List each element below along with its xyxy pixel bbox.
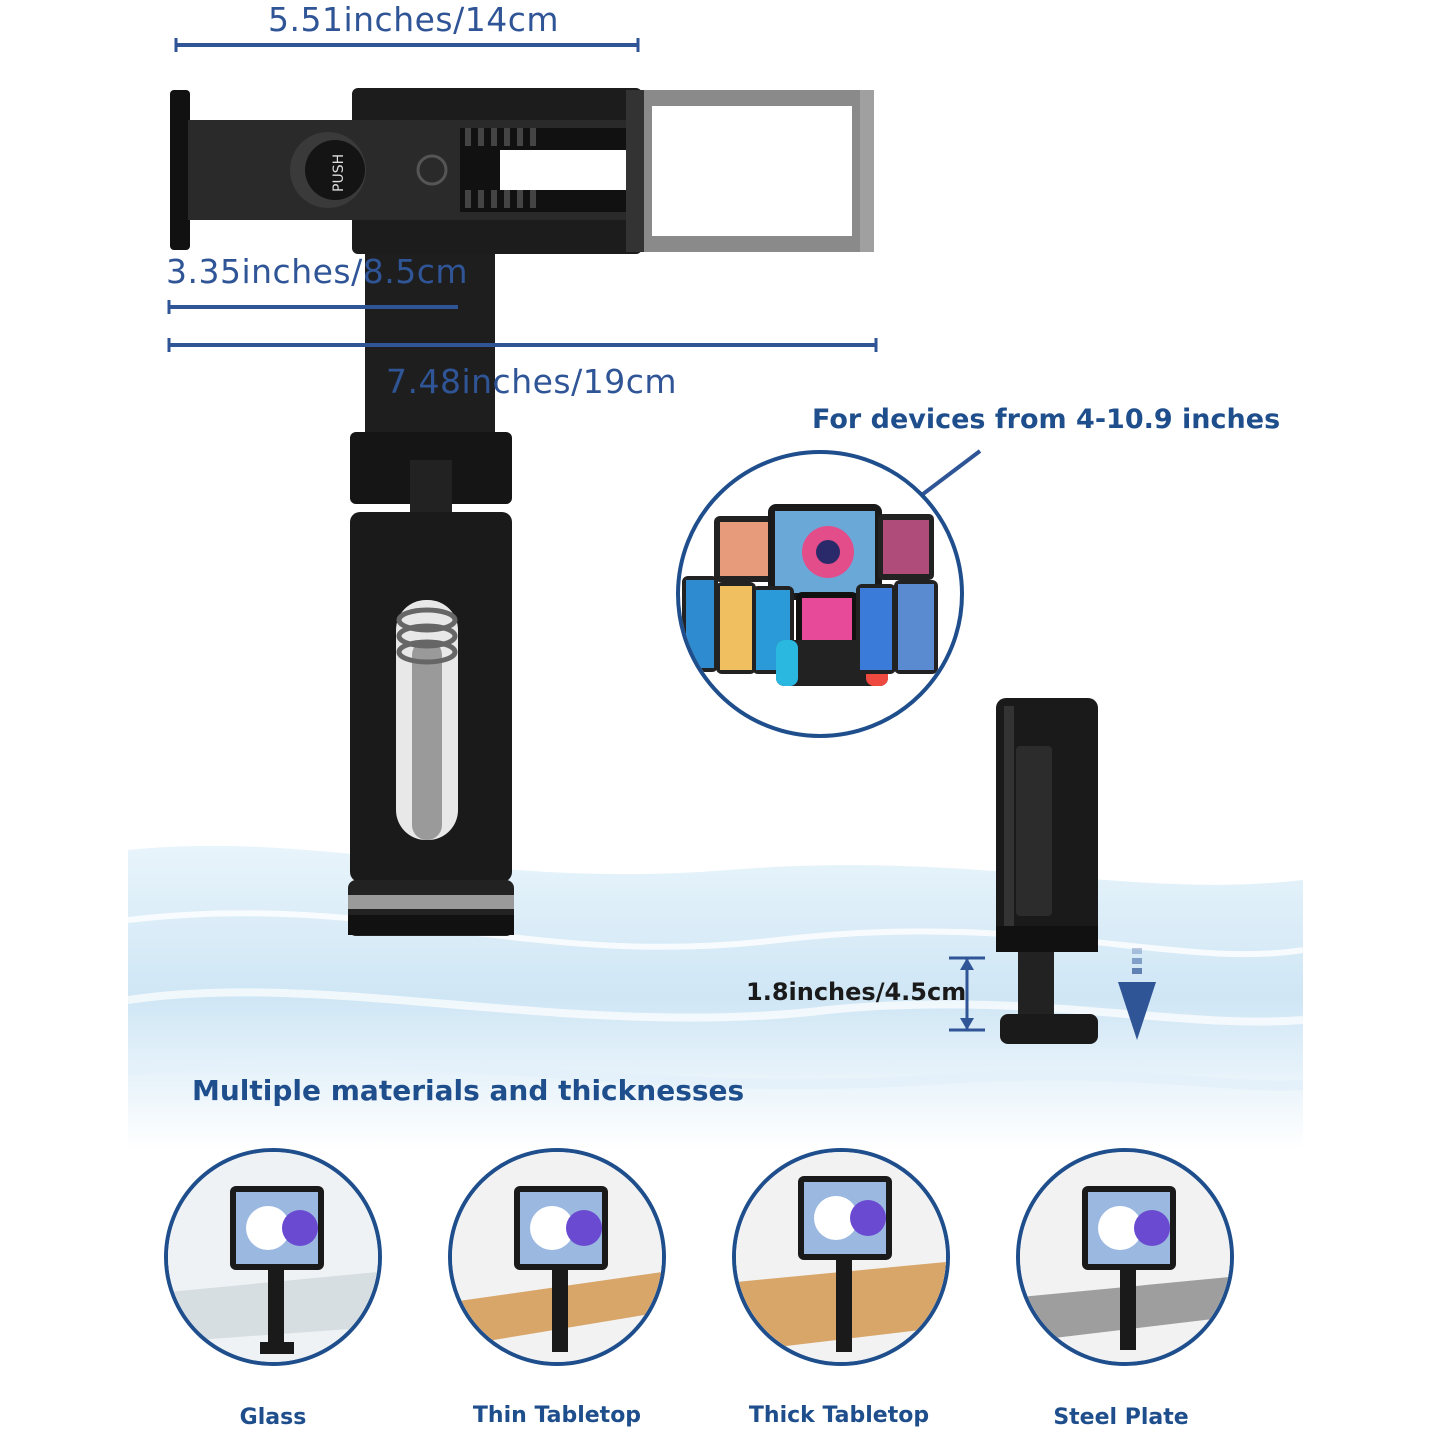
devices-collage-image	[682, 504, 938, 686]
thick-tabletop-mount-image	[736, 1152, 946, 1362]
material-label-thick-tabletop: Thick Tabletop	[748, 1403, 930, 1428]
material-label-thin-tabletop: Thin Tabletop	[472, 1403, 642, 1428]
min-width-dimension-line	[167, 300, 458, 314]
material-label-glass: Glass	[239, 1405, 307, 1430]
glass-mount-image	[168, 1152, 378, 1362]
width-dimension-line	[174, 38, 640, 52]
clamp-dimension-label: 1.8inches/4.5cm	[746, 978, 967, 1006]
material-label-steel-plate: Steel Plate	[1053, 1405, 1189, 1430]
material-glass-circle	[164, 1148, 382, 1366]
material-steel-plate-circle	[1016, 1148, 1234, 1366]
max-width-dimension-label: 7.48inches/19cm	[386, 362, 678, 401]
clamp-base-image	[996, 698, 1098, 1044]
material-thin-tabletop-circle	[448, 1148, 666, 1366]
clamp-dimension-bracket	[949, 956, 985, 1032]
thin-tabletop-mount-image	[452, 1152, 662, 1362]
down-arrow-icon	[1118, 948, 1156, 1040]
min-width-dimension-label: 3.35inches/8.5cm	[166, 252, 469, 291]
material-thick-tabletop-circle	[732, 1148, 950, 1366]
devices-collage-circle	[676, 450, 964, 738]
materials-heading: Multiple materials and thicknesses	[192, 1074, 745, 1107]
tablet-holder-image: PUSH	[170, 88, 874, 936]
max-width-dimension-line	[167, 338, 878, 352]
push-button-label: PUSH	[331, 154, 347, 192]
devices-caption: For devices from 4-10.9 inches	[812, 404, 1281, 435]
width-dimension-label: 5.51inches/14cm	[268, 0, 560, 39]
steel-plate-mount-image	[1020, 1152, 1230, 1362]
